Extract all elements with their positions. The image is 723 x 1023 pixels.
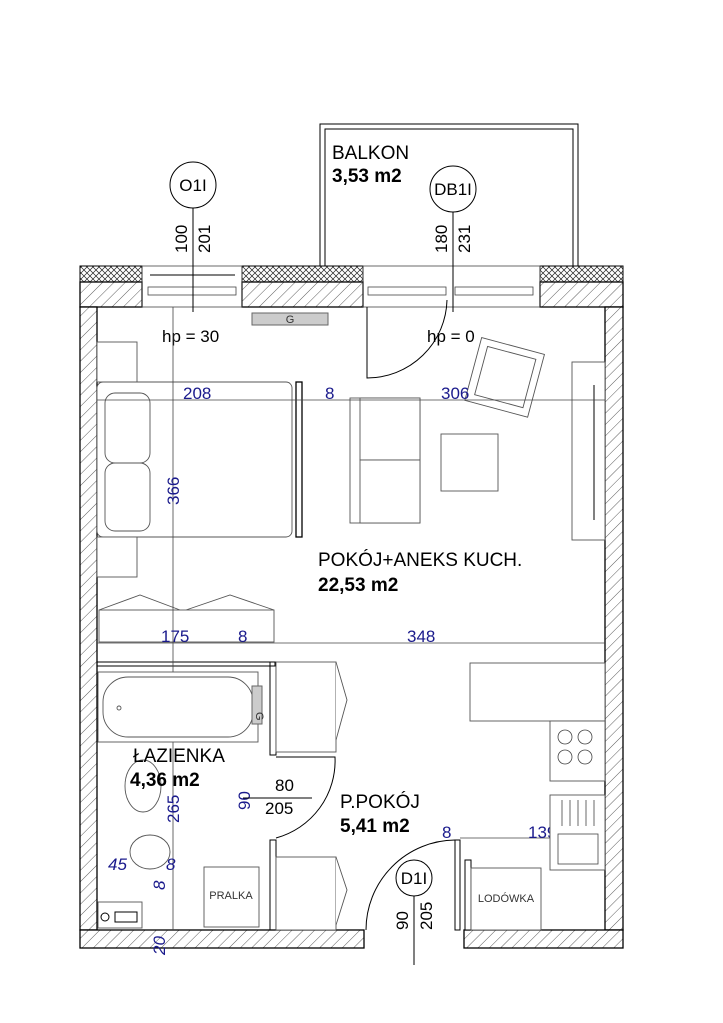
washer-label: PRALKA (209, 890, 253, 902)
dim-bath-20: 20 (150, 936, 169, 956)
dim-mid-348: 348 (407, 627, 435, 646)
entry-door-height: 205 (417, 902, 436, 930)
window-width: 100 (172, 225, 191, 253)
dim-bath-8b: 8 (150, 880, 169, 890)
dim-top-306: 306 (441, 384, 469, 403)
bathroom-door: 80 205 (243, 756, 336, 839)
dimension-lines: 208 8 306 175 8 348 366 265 85 90 8 139 … (97, 307, 605, 956)
window-code: O1I (179, 176, 206, 195)
dim-mid-175: 175 (161, 627, 189, 646)
dim-265: 265 (164, 795, 183, 823)
dim-top-8: 8 (325, 384, 334, 403)
window-o1i: O1I 100 201 hp = 30 (141, 161, 243, 346)
living-name: POKÓJ+ANEKS KUCH. (318, 549, 522, 571)
bathroom-fixtures: G ŁAZIENKA 4,36 m2 (97, 671, 265, 929)
entry-door-width: 90 (393, 911, 412, 930)
gas-meter (251, 312, 329, 326)
fridge-label: LODÓWKA (478, 892, 535, 905)
balcony-door-db1i: DB1I 180 231 hp = 0 (362, 165, 541, 379)
bath-door-height: 205 (265, 799, 293, 818)
balcony-name: BALKON (332, 143, 409, 164)
dim-45: 45 (108, 855, 127, 874)
bathroom-area: 4,36 m2 (130, 770, 200, 791)
hall-furniture: PRALKA P.POKÓJ 5,41 m2 (203, 661, 420, 931)
furniture-living (96, 337, 606, 643)
entry-door-code: D1I (401, 869, 427, 888)
dim-mid-8: 8 (238, 627, 247, 646)
balcony: BALKON 3,53 m2 (319, 123, 579, 266)
sink (549, 794, 606, 871)
dim-90: 90 (235, 791, 254, 810)
entry-door-d1i: D1I 90 205 (365, 839, 456, 965)
dim-top-208: 208 (183, 384, 211, 403)
gas-label: G (286, 314, 295, 326)
stove (549, 720, 606, 782)
dim-139: 139 (528, 823, 556, 842)
bathroom-name: ŁAZIENKA (133, 746, 225, 767)
dim-kitchen-8: 8 (442, 823, 451, 842)
dim-bath-8a: 8 (166, 855, 176, 874)
bath-gas-label: G (253, 712, 265, 721)
balcony-door-sill: hp = 0 (427, 327, 475, 346)
kitchen: LODÓWKA POKÓJ+ANEKS KUCH. 22,53 m2 (318, 549, 606, 931)
balcony-door-height: 231 (455, 225, 474, 253)
balcony-door-width: 180 (432, 225, 451, 253)
window-height: 201 (195, 225, 214, 253)
window-sill: hp = 30 (162, 327, 219, 346)
balcony-door-code: DB1I (434, 180, 472, 199)
walls (79, 265, 624, 949)
bath-door-width: 80 (275, 776, 294, 795)
hall-name: P.POKÓJ (340, 791, 420, 813)
balcony-area: 3,53 m2 (332, 166, 402, 187)
dim-366: 366 (164, 477, 183, 505)
living-area: 22,53 m2 (318, 575, 398, 596)
hall-area: 5,41 m2 (340, 816, 410, 837)
